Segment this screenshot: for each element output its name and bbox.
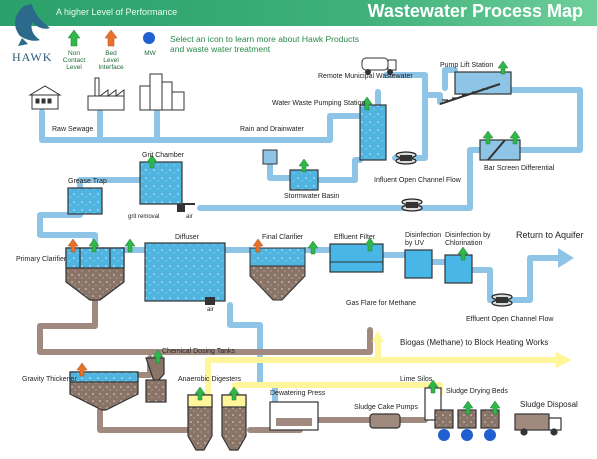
- pumping-station-tank[interactable]: [359, 104, 387, 161]
- biogas-arrow-icon[interactable]: [556, 352, 572, 368]
- tagline: A higher Level of Performance: [56, 7, 178, 17]
- uv-disinfection-tank[interactable]: [404, 249, 433, 279]
- grit-removal-valve-icon[interactable]: [177, 204, 185, 212]
- legend-label-bed-level: Bed Level Interface: [98, 50, 124, 71]
- mw-sensor-icon[interactable]: [484, 429, 496, 441]
- label-bar-screen[interactable]: Bar Screen Differential: [484, 165, 555, 172]
- label-effluent-filter[interactable]: Effluent Filter: [334, 234, 376, 241]
- bar-screen-channel[interactable]: [479, 139, 521, 161]
- header-bar: A higher Level of Performance Wastewater…: [0, 0, 597, 26]
- pump-lift-station[interactable]: [439, 71, 512, 105]
- label-biogas[interactable]: Biogas (Methane) to Block Heating Works: [400, 338, 549, 347]
- page-title: Wastewater Process Map: [367, 1, 583, 21]
- label-grease-trap[interactable]: Grease Trap: [68, 178, 107, 185]
- label-air-diffuser: air: [207, 307, 214, 313]
- grease-trap-tank[interactable]: [67, 187, 103, 215]
- label-water-waste-pumping[interactable]: Water Waste Pumping Station: [272, 100, 366, 107]
- label-disinfection-chlorination[interactable]: Disinfection by Chlorination: [445, 232, 491, 247]
- intro-text: Select an icon to learn more about Hawk …: [170, 34, 359, 54]
- brand-name: HAWK: [12, 50, 53, 64]
- sludge-drying-beds[interactable]: [434, 409, 500, 429]
- label-final-clarifier[interactable]: Final Clarifier: [262, 234, 304, 241]
- green-up-arrow-icon[interactable]: [67, 29, 81, 47]
- label-primary-clarifier[interactable]: Primary Clarifier: [16, 256, 67, 263]
- label-diffuser[interactable]: Diffuser: [175, 234, 199, 241]
- gas-flare-arrow-icon[interactable]: [372, 330, 384, 342]
- label-air-grit: air: [186, 214, 193, 220]
- house-icon[interactable]: [28, 85, 62, 110]
- gravity-thickener-tank[interactable]: [69, 371, 139, 411]
- label-raw-sewage[interactable]: Raw Sewage: [52, 126, 94, 133]
- label-gravity-thickener[interactable]: Gravity Thickener: [22, 376, 77, 383]
- mw-sensor-icon[interactable]: [438, 429, 450, 441]
- sludge-cake-pump[interactable]: [369, 413, 401, 429]
- label-rain-drainwater[interactable]: Rain and Drainwater: [240, 126, 304, 133]
- legend: [67, 29, 155, 47]
- blue-dot-icon[interactable]: [143, 32, 155, 44]
- label-chemical-dosing[interactable]: Chemical Dosing Tanks: [162, 348, 236, 355]
- anaerobic-digester-1[interactable]: [187, 394, 213, 451]
- label-gas-flare[interactable]: Gas Flare for Methane: [346, 300, 417, 307]
- water-pipes[interactable]: [37, 67, 583, 405]
- label-disinfection-uv[interactable]: Disinfection by UV: [405, 232, 442, 247]
- city-icon[interactable]: [139, 73, 185, 111]
- label-effluent-channel[interactable]: Effluent Open Channel Flow: [466, 316, 554, 323]
- primary-clarifier-tank[interactable]: [65, 247, 125, 301]
- effluent-filter-tank[interactable]: [329, 243, 384, 273]
- label-sludge-cake-pumps[interactable]: Sludge Cake Pumps: [354, 404, 418, 411]
- label-pump-lift[interactable]: Pump Lift Station: [440, 62, 494, 69]
- orange-up-arrow-icon[interactable]: [104, 29, 118, 47]
- label-grit-chamber[interactable]: Grit Chamber: [142, 152, 185, 159]
- air-valve-icon[interactable]: [205, 297, 215, 305]
- label-sludge-disposal[interactable]: Sludge Disposal: [520, 400, 578, 409]
- label-return-aquifer[interactable]: Return to Aquifer: [516, 230, 584, 240]
- anaerobic-digester-2[interactable]: [221, 394, 247, 451]
- hawk-logo-icon[interactable]: [15, 4, 51, 46]
- legend-label-non-contact: Non Contact Level: [62, 50, 86, 71]
- label-sludge-drying[interactable]: Sludge Drying Beds: [446, 388, 508, 395]
- legend-label-mw: MW: [144, 50, 156, 57]
- factory-icon[interactable]: [87, 77, 125, 111]
- final-clarifier-tank[interactable]: [249, 247, 306, 301]
- chlorination-tank[interactable]: [444, 254, 473, 284]
- label-influent-channel[interactable]: Influent Open Channel Flow: [374, 177, 461, 184]
- stormwater-basin-tank[interactable]: [289, 169, 319, 191]
- label-stormwater-basin[interactable]: Stormwater Basin: [284, 193, 340, 200]
- return-arrow-icon[interactable]: [558, 248, 574, 268]
- label-anaerobic-digesters[interactable]: Anaerobic Digesters: [178, 376, 242, 383]
- diffuser-tank[interactable]: [144, 242, 226, 302]
- chemical-dosing-tank[interactable]: [145, 357, 167, 403]
- label-grit-removal: grit removal: [128, 214, 160, 220]
- tanker-truck-icon[interactable]: [361, 57, 397, 75]
- label-dewatering-press[interactable]: Dewatering Press: [270, 390, 326, 397]
- label-lime-silos[interactable]: Lime Silos: [400, 376, 433, 383]
- grit-chamber-tank[interactable]: [139, 161, 183, 205]
- label-remote-municipal[interactable]: Remote Municipal Wastewater: [318, 73, 413, 80]
- rain-collector-box[interactable]: [262, 149, 278, 165]
- dump-truck-icon[interactable]: [514, 413, 562, 436]
- mw-sensor-icon[interactable]: [461, 429, 473, 441]
